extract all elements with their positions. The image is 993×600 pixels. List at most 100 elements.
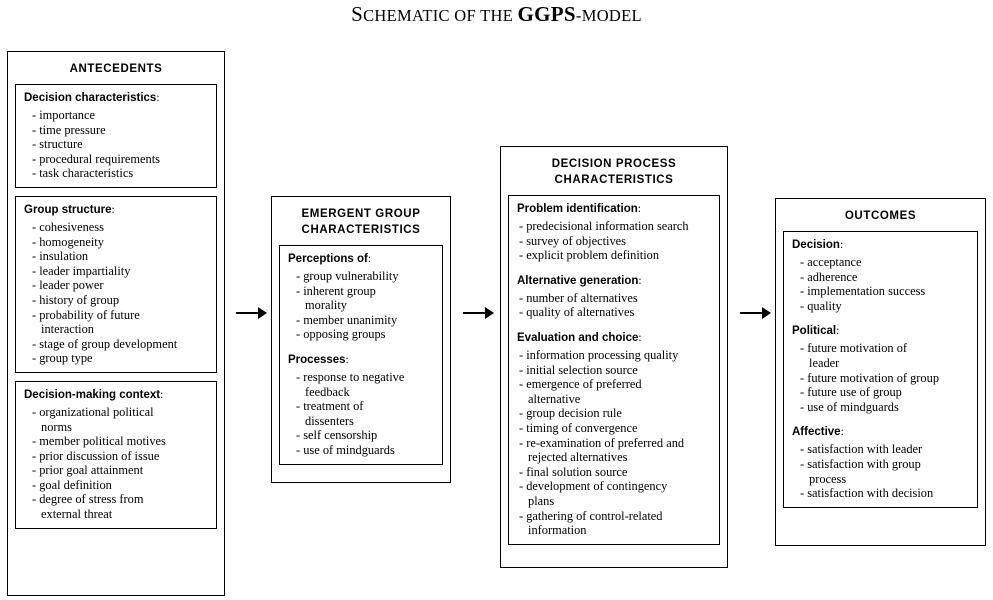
list-item: - future use of group [800,385,902,400]
list-item: - re-examination of preferred and reject… [519,435,685,465]
arrow-emergent-to-decision-process-icon [463,306,495,320]
item-list: - acceptance - adherence - implementatio… [792,255,971,313]
item-list: - organizational political norms - membe… [24,405,210,522]
arrow-head [485,307,494,319]
group-heading-colon: : [839,239,844,251]
group-heading-political: Political: [792,324,971,339]
list-item: - importance [32,108,95,122]
stage-title-antecedents: ANTECEDENTS [69,63,163,75]
group-heading-colon: : [160,388,164,401]
list-item: - cohesiveness [32,219,104,234]
stage-decision-process-characteristics: DECISION PROCESS CHARACTERISTICS Problem… [500,146,728,568]
item-list: - importance - time pressure - structure… [24,108,210,181]
list-item: - future motivation of leader [800,341,908,370]
group-heading-colon: : [836,325,840,338]
list-item: - development of contingency plans [519,479,668,508]
group-heading-text: Evaluation and choice [517,331,639,344]
group-heading-colon: : [156,92,160,104]
list-item: - satisfaction with group process [800,456,921,486]
group-group-structure: Group structure: - cohesiveness - homoge… [15,195,217,373]
list-item: - inherent group morality [296,283,376,313]
list-item: - self censorship [296,428,378,443]
list-item: - use of mindguards [800,399,899,414]
list-item: - leader impartiality [32,263,131,278]
arrow-decision-process-to-outcomes-icon [740,306,772,320]
group-heading-problem-identification: Problem identification: [517,202,713,217]
list-item: - information processing quality [519,347,679,362]
group-heading-colon: : [637,203,641,215]
title-initial: S [351,2,364,26]
item-list: - group vulnerability - inherent group m… [288,269,436,342]
list-item: - satisfaction with decision [800,486,934,501]
group-heading-text: Decision-making context [24,388,161,401]
stage-title-line-1: EMERGENT GROUP [301,208,421,220]
group-heading-group-structure: Group structure: [24,203,210,218]
group-heading-colon: : [840,426,844,439]
stage-outcomes: OUTCOMES Decision: - acceptance - adhere… [775,198,986,546]
title-dash: - [575,6,582,25]
list-item: - gathering of control-related informati… [519,508,663,538]
list-item: - predecisional information search [519,219,689,233]
stage-title-line-2: CHARACTERISTICS [301,224,421,236]
title-word-schematic: CHEMATIC [363,6,450,25]
list-item: - structure [32,137,83,152]
list-item: - task characteristics [32,166,134,181]
group-heading-text: Decision characteristics [24,92,157,104]
list-item: - group vulnerability [296,269,399,283]
list-item: - opposing groups [296,327,386,342]
group-heading-colon: : [638,331,642,344]
list-item: - response to negative feedback [296,369,405,399]
arrow-head [762,307,771,319]
group-heading-text: Decision [792,239,840,251]
title-word-the: THE [480,6,514,25]
arrow-shaft [236,312,260,314]
group-heading-text: Group structure [24,203,112,216]
item-list: - information processing quality - initi… [517,348,713,538]
list-item: - homogeneity [32,234,104,249]
group-heading-text: Affective [792,426,841,439]
list-item: - survey of objectives [519,233,627,248]
group-heading-decision: Decision: [792,238,971,253]
list-item: - initial selection source [519,362,638,377]
list-item: - number of alternatives [519,290,638,305]
group-heading-text: Perceptions of [288,253,368,265]
list-item: - procedural requirements [32,151,160,166]
list-item: - organizational political norms [32,404,154,434]
title-brand-ggps: GGPS [517,2,576,26]
arrow-antecedents-to-emergent-icon [236,306,268,320]
item-list: - future motivation of leader - future m… [792,341,971,414]
group-decision-making-context: Decision-making context: - organizationa… [15,380,217,529]
list-item: - history of group [32,292,120,307]
list-item: - quality [800,298,842,313]
group-heading-colon: : [345,353,349,366]
list-item: - leader power [32,278,104,293]
group-heading-evaluation-and-choice: Evaluation and choice: [517,331,713,346]
group-heading-colon: : [111,203,115,216]
list-item: - future motivation of group [800,370,940,385]
list-item: - explicit problem definition [519,248,660,263]
group-outcomes-body: Decision: - acceptance - adherence - imp… [783,231,978,508]
item-list: - predecisional information search - sur… [517,219,713,263]
list-item: - member political motives [32,434,166,449]
list-item: - timing of convergence [519,420,638,435]
list-item: - treatment of dissenters [296,399,364,428]
list-item: - final solution source [519,464,628,479]
list-item: - insulation [32,249,89,264]
arrow-head [258,307,267,319]
stage-title-decision-process: DECISION PROCESS CHARACTERISTICS [501,156,727,188]
group-heading-perceptions-of: Perceptions of: [288,252,436,267]
item-list: - response to negative feedback - treatm… [288,370,436,458]
list-item: - group decision rule [519,406,622,421]
title-word-of: OF [454,6,476,25]
group-heading-text: Processes [288,353,346,366]
stage-title-emergent: EMERGENT GROUP CHARACTERISTICS [272,206,450,238]
list-item: - probability of future interaction [32,307,140,337]
group-heading-processes: Processes: [288,353,436,368]
group-heading-text: Problem identification [517,203,638,215]
stage-emergent-group-characteristics: EMERGENT GROUP CHARACTERISTICS Perceptio… [271,196,451,483]
arrow-shaft [740,312,764,314]
group-heading-colon: : [367,253,372,265]
list-item: - prior goal attainment [32,463,144,478]
group-heading-alternative-generation: Alternative generation: [517,274,713,289]
group-heading-text: Political [792,325,837,338]
